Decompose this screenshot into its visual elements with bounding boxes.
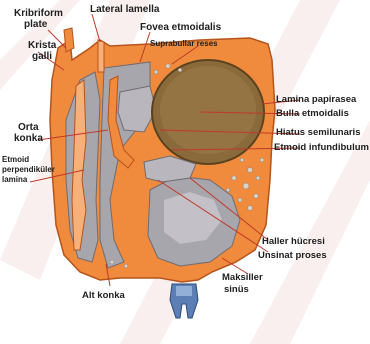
- tooth-icon: [170, 284, 198, 318]
- label-orta-line1: Orta: [18, 122, 39, 133]
- label-perp-line1: Etmoid: [2, 155, 29, 164]
- label-lamina-papirasea: Lamina papirasea: [276, 94, 357, 105]
- label-suprabullar-reses: Suprabullar reses: [150, 39, 218, 48]
- label-krista-line2: galli: [32, 51, 52, 62]
- label-krista-line1: Krista: [28, 40, 57, 51]
- label-hiatus-semilunaris: Hiatus semilunaris: [276, 127, 360, 138]
- label-maksiller-line2: sinüs: [224, 284, 249, 295]
- label-kribriform-line2: plate: [24, 19, 48, 30]
- bulla-etmoidalis-inner: [160, 66, 256, 154]
- label-kribriform-line1: Kribriform: [14, 8, 63, 19]
- label-fovea-etmoidalis: Fovea etmoidalis: [140, 22, 222, 33]
- label-orta-line2: konka: [14, 133, 43, 144]
- lateral-lamella-wall: [98, 40, 104, 72]
- label-unsinat-proses: Unsinat proses: [258, 250, 327, 261]
- label-maksiller-line1: Maksiller: [222, 272, 263, 283]
- label-haller-hucresi: Haller hücresi: [262, 236, 325, 247]
- label-perp-line2: perpendiküler: [2, 165, 55, 174]
- label-etmoid-infundibulum: Etmoid infundibulum: [274, 142, 369, 153]
- label-bulla-etmoidalis: Bulla etmoidalis: [276, 108, 349, 119]
- krista-galli-bone: [64, 28, 74, 52]
- label-alt-konka: Alt konka: [82, 290, 125, 301]
- label-perp-line3: lamina: [2, 175, 28, 184]
- label-lateral-lamella: Lateral lamella: [90, 4, 160, 15]
